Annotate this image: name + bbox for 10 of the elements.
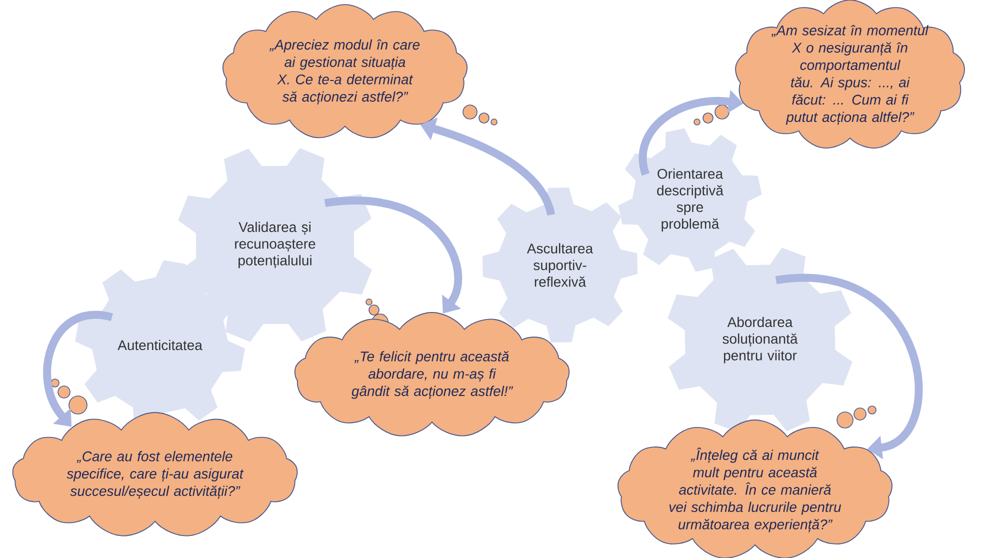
curved-arrow	[776, 274, 923, 460]
gear: Validarea și recunoaștere potențialului	[178, 148, 372, 342]
thought-cloud: „Am sesizat în momentul X o nesiguranță în comportamentul tău. Ai spus: ..., ai făcut: ... Cum ai fi putut acționa altfel?”	[735, 0, 965, 148]
gear: Abordarea soluționantă pentru viitor	[668, 248, 852, 432]
thought-cloud: „Apreciez modul în care ai gestionat situația X. Ce te-a determinat să acționezi astfel?”	[222, 4, 468, 138]
gear: Orientarea descriptivă spre problemă	[618, 128, 762, 272]
thought-cloud: „Înțeleg că ai muncit mult pentru această activitate. În ce manieră vei schimba lucrurile pentru următoarea experiență?”	[618, 420, 892, 558]
thought-cloud: „Te felicit pentru această abordare, nu m-aș fi gândit să acționez astfel!”	[294, 312, 570, 436]
thought-cloud: „Care au fost elementele specifice, care ți-au asigurat succesul/eșecul activității?”	[12, 412, 298, 536]
gear: Ascultarea suportiv-reflexivă	[482, 188, 638, 342]
